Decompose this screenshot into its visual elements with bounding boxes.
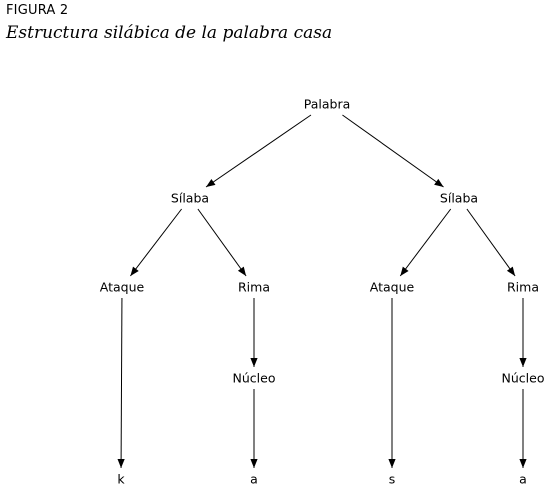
node-label-seg-a2: a	[519, 472, 527, 487]
arrowhead-root-to-syl2	[434, 178, 444, 187]
arrowhead-rime2-to-nucleus2	[519, 358, 527, 367]
node-label-rime1: Rima	[238, 280, 270, 295]
arrowhead-rime1-to-nucleus1	[250, 358, 258, 367]
arrowhead-root-to-syl1	[206, 178, 216, 187]
figure-label: FIGURA 2	[6, 3, 69, 18]
figure-title: Estructura silábica de la palabra casa	[6, 23, 333, 43]
arrowhead-nucleus1-to-seg-a1	[250, 459, 258, 468]
arrowhead-syl1-to-rime1	[237, 266, 247, 276]
node-label-onset1: Ataque	[100, 280, 145, 295]
node-label-rime2: Rima	[507, 280, 539, 295]
arrowhead-syl2-to-rime2	[506, 266, 516, 276]
edge-onset1-to-seg-k	[120, 297, 123, 469]
arrowhead-onset1-to-seg-k	[117, 458, 125, 468]
arrowhead-nucleus2-to-seg-a2	[519, 459, 527, 468]
edges-layer	[117, 114, 527, 469]
node-label-onset2: Ataque	[370, 280, 415, 295]
node-label-syl2: Sílaba	[440, 191, 478, 206]
edge-syl1-to-onset1	[130, 208, 182, 277]
node-label-seg-a1: a	[250, 472, 258, 487]
node-label-root: Palabra	[304, 97, 351, 112]
arrowhead-onset2-to-seg-s	[388, 459, 396, 468]
node-label-nucleus2: Núcleo	[502, 371, 545, 386]
node-label-nucleus1: Núcleo	[233, 371, 276, 386]
edge-syl2-to-onset2	[399, 208, 452, 277]
edge-syl2-to-rime2	[466, 208, 516, 277]
edge-root-to-syl1	[205, 114, 312, 188]
edge-syl1-to-rime1	[197, 208, 247, 277]
node-label-syl1: Sílaba	[171, 191, 209, 206]
node-label-seg-k: k	[117, 472, 125, 487]
node-label-seg-s: s	[389, 472, 396, 487]
edge-root-to-syl2	[342, 114, 444, 188]
arrowhead-syl2-to-onset2	[400, 266, 409, 276]
arrowhead-syl1-to-onset1	[130, 266, 139, 276]
